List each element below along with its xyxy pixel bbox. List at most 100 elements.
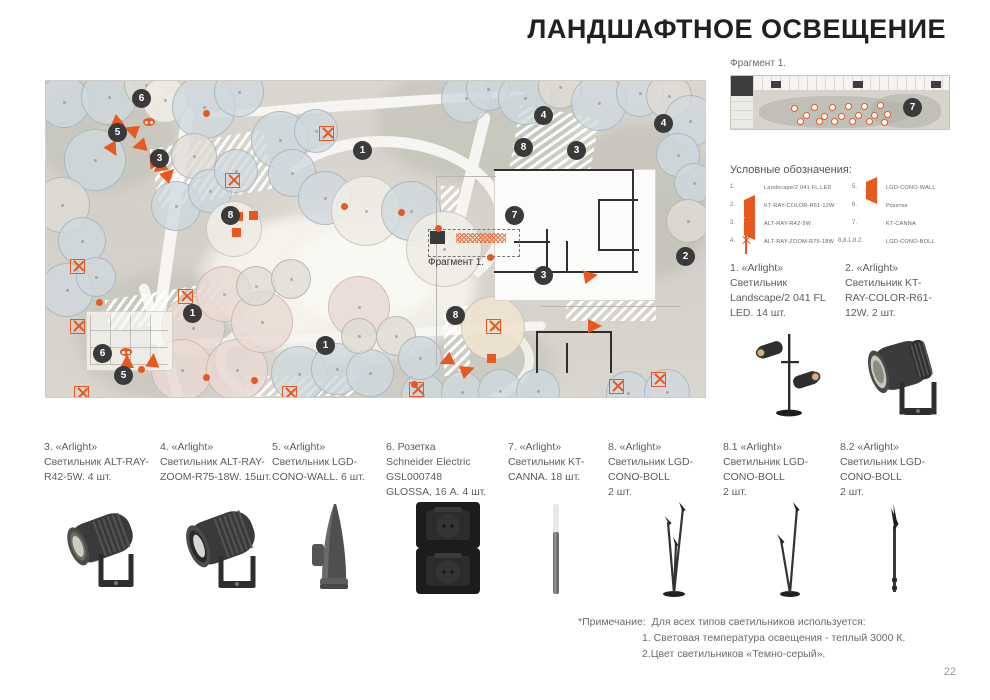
marker-landscape-led[interactable] [138,366,145,373]
fragment-column-mark [771,81,781,88]
building-wall [546,271,638,273]
marker-alt-ray-zoom[interactable] [178,289,193,304]
product-brand: 8.2 «Arlight» [840,441,899,453]
building-footprint [494,169,656,301]
fragment-canna-marker[interactable] [871,112,878,119]
legend-num: 4. [730,238,736,244]
fragment-view[interactable]: 7 [730,75,950,130]
fragment-canna-marker[interactable] [791,105,798,112]
marker-alt-ray-zoom[interactable] [319,126,334,141]
fragment-canna-marker[interactable] [884,111,891,118]
plan-badge-4[interactable]: 4 [534,106,553,125]
building-wall [494,169,634,171]
fragment-canna-marker[interactable] [821,113,828,120]
product-line: Светильник ALT-RAY- [160,456,265,468]
fragment-canna-marker[interactable] [855,112,862,119]
fragment-canna-marker[interactable] [831,118,838,125]
site-plan[interactable]: Фрагмент 1. [45,80,706,398]
plan-badge-2[interactable]: 2 [676,247,695,266]
legend-item-4: 4. ALT-RAY-ZOOM-R75-18W [730,235,848,254]
marker-alt-ray-zoom[interactable] [409,382,424,397]
legend-label: ALT-RAY-R42-5W [764,221,812,227]
building-wall [598,199,638,201]
product-line: GSL000748 [386,471,443,483]
marker-landscape-led[interactable] [251,377,258,384]
plan-badge-7[interactable]: 7 [505,206,524,225]
product-brand: 8.1 «Arlight» [723,441,782,453]
legend-item-1: 1. Landscape/2 041 FL LED [730,182,848,197]
fragment-title: Фрагмент 1. [730,58,787,69]
plan-badge-1b[interactable]: 1 [183,304,202,323]
fragment-canna-marker[interactable] [861,103,868,110]
legend-num: 3. [730,220,736,226]
arrow-left-icon [744,195,758,222]
fragment-canna-marker[interactable] [811,104,818,111]
plan-badge-1[interactable]: 1 [353,141,372,160]
fragment-canna-marker[interactable] [866,118,873,125]
fragment-canna-marker[interactable] [803,112,810,119]
driveway-outline [541,306,681,307]
marker-alt-ray-zoom[interactable] [609,379,624,394]
marker-projector-arrow[interactable] [145,352,161,368]
marker-alt-ray-zoom[interactable] [70,259,85,274]
product-line: Светильник LGD- [840,456,926,468]
fragment-callout-label: Фрагмент 1. [428,257,485,268]
marker-cono-boll[interactable] [249,211,258,220]
fragment-badge-7[interactable]: 7 [903,98,922,117]
marker-cono-boll[interactable] [232,228,241,237]
fragment-callout-box [428,229,520,257]
marker-landscape-led[interactable] [487,254,494,261]
marker-projector-arrow[interactable] [582,267,600,285]
marker-socket[interactable] [120,348,132,356]
fragment-canna-marker[interactable] [838,113,845,120]
plan-badge-8b[interactable]: 8 [514,138,533,157]
plan-badge-5[interactable]: 5 [108,123,127,142]
plan-badge-1c[interactable]: 1 [316,336,335,355]
product-brand: 2. «Arlight» [845,262,899,274]
plan-badge-5b[interactable]: 5 [114,366,133,385]
marker-landscape-led[interactable] [341,203,348,210]
plan-badge-3b[interactable]: 3 [567,141,586,160]
circle-dot-icon [744,182,758,196]
product-card-2-text: 2. «Arlight» Светильник KT- RAY-COLOR-R6… [845,261,955,321]
plan-badge-6[interactable]: 6 [132,89,151,108]
fragment-top-strip [753,76,949,90]
plan-badge-3c[interactable]: 3 [534,266,553,285]
legend-title: Условные обозначения: [730,164,852,176]
plan-badge-3[interactable]: 3 [150,149,169,168]
plan-badge-8[interactable]: 8 [221,206,240,225]
marker-alt-ray-zoom[interactable] [70,319,85,334]
fragment-canna-marker[interactable] [877,102,884,109]
tree-symbol [346,349,394,397]
marker-landscape-led[interactable] [203,110,210,117]
marker-alt-ray-zoom[interactable] [486,319,501,334]
marker-landscape-led[interactable] [203,374,210,381]
fragment-canna-marker[interactable] [797,118,804,125]
fragment-canna-marker[interactable] [849,118,856,125]
marker-alt-ray-zoom[interactable] [282,386,297,397]
marker-alt-ray-zoom[interactable] [74,386,89,397]
marker-landscape-led[interactable] [435,225,442,232]
fragment-left-strip [731,96,753,129]
fragment-canna-marker[interactable] [829,104,836,111]
fragment-canna-marker[interactable] [816,118,823,125]
fragment-canna-marker[interactable] [881,119,888,126]
marker-alt-ray-zoom[interactable] [225,173,240,188]
marker-landscape-led[interactable] [398,209,405,216]
product-card-8-text: 8. «Arlight» Светильник LGD- CONO-BOLL 2… [608,440,708,500]
marker-socket[interactable] [143,118,155,126]
legend-item-7: 7. KT-CANNA [852,218,952,233]
product-line: CONO-BOLL [608,471,670,483]
fragment-canna-marker[interactable] [845,103,852,110]
marker-alt-ray-zoom[interactable] [651,372,666,387]
product-image-alt-ray-zoom-r75-18w [175,500,280,595]
plan-badge-4b[interactable]: 4 [654,114,673,133]
plan-badge-6b[interactable]: 6 [93,344,112,363]
marker-cono-boll[interactable] [487,354,496,363]
marker-landscape-led[interactable] [96,299,103,306]
product-card-1-text: 1. «Arlight» Светильник Landscape/2 041 … [730,261,835,321]
plan-badge-8c[interactable]: 8 [446,306,465,325]
legend-item-6: 6. Розетка [852,200,952,215]
marker-projector-arrow[interactable] [588,319,602,333]
product-image-kt-ray-color-r61-12w [858,330,954,422]
